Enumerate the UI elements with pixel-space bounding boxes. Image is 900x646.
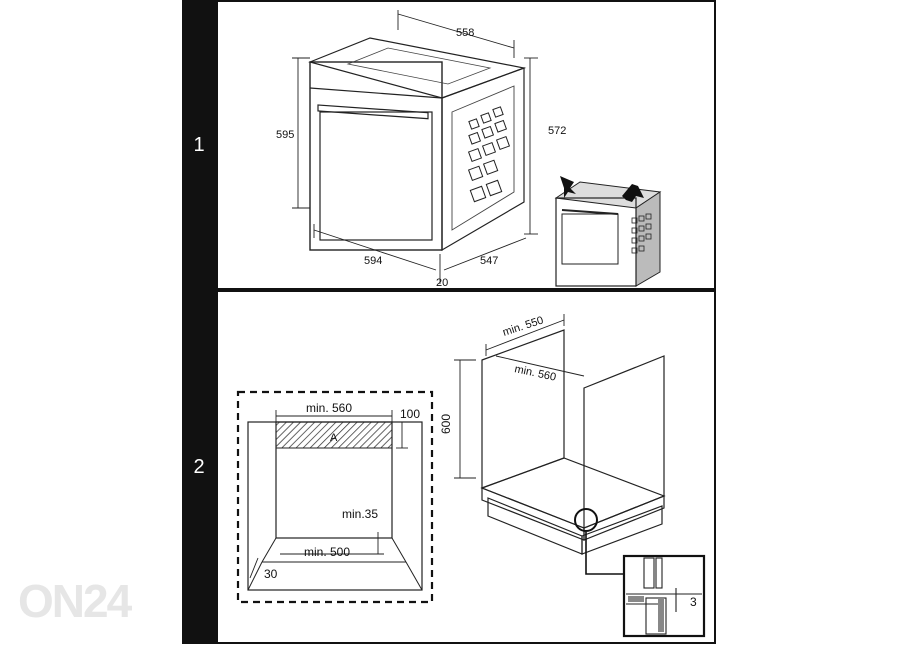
step-2-bar: 2 [182, 290, 216, 644]
front-gap: min.35 [342, 507, 378, 521]
vent-area-label: A [330, 432, 338, 444]
oven-top [308, 37, 527, 99]
arrow-left [560, 176, 576, 198]
side-vent-grid [467, 106, 511, 203]
dim-height-side: 572 [548, 125, 566, 137]
panel-oven-dimensions: 558 595 572 594 547 20 [216, 0, 716, 290]
cabinet-width: min. 560 [513, 363, 557, 384]
cabinet-depth: min. 550 [501, 314, 545, 338]
front-min-width: min. 560 [306, 401, 352, 415]
cabinet-perspective [480, 329, 666, 555]
front-view-frame [236, 390, 434, 604]
panel-cabinet-dimensions: A min. 560 100 min.35 min. 500 30 [216, 290, 716, 644]
step-1-bar: 1 [182, 0, 216, 290]
detail-callout-circle [574, 508, 598, 532]
arrow-right [622, 184, 644, 202]
dim-depth: 547 [480, 255, 498, 267]
front-side: 30 [264, 567, 278, 581]
step-2-number: 2 [193, 455, 205, 478]
detail-gap: 3 [690, 595, 697, 609]
front-floor-width: min. 500 [304, 545, 350, 559]
step-1-number: 1 [193, 133, 205, 156]
oven-front [309, 61, 443, 251]
dim-front-offset: 20 [436, 277, 448, 289]
oven-installation-illustration [554, 176, 662, 287]
watermark-logo: ON24 [18, 575, 132, 627]
vent-area-a [275, 421, 393, 449]
front-vent-height: 100 [400, 407, 420, 421]
dim-height-front: 595 [276, 129, 294, 141]
cabinet-dimension-diagram: A min. 560 100 min.35 min. 500 30 [236, 314, 706, 638]
oven-side [441, 67, 525, 252]
oven-dimension-diagram: 558 595 572 594 547 20 [276, 10, 662, 289]
cabinet-height: 600 [439, 414, 453, 434]
dim-width: 594 [364, 255, 382, 267]
dim-top-depth: 558 [456, 27, 474, 39]
oven-handle [317, 104, 429, 120]
oven-door-window [319, 111, 433, 241]
